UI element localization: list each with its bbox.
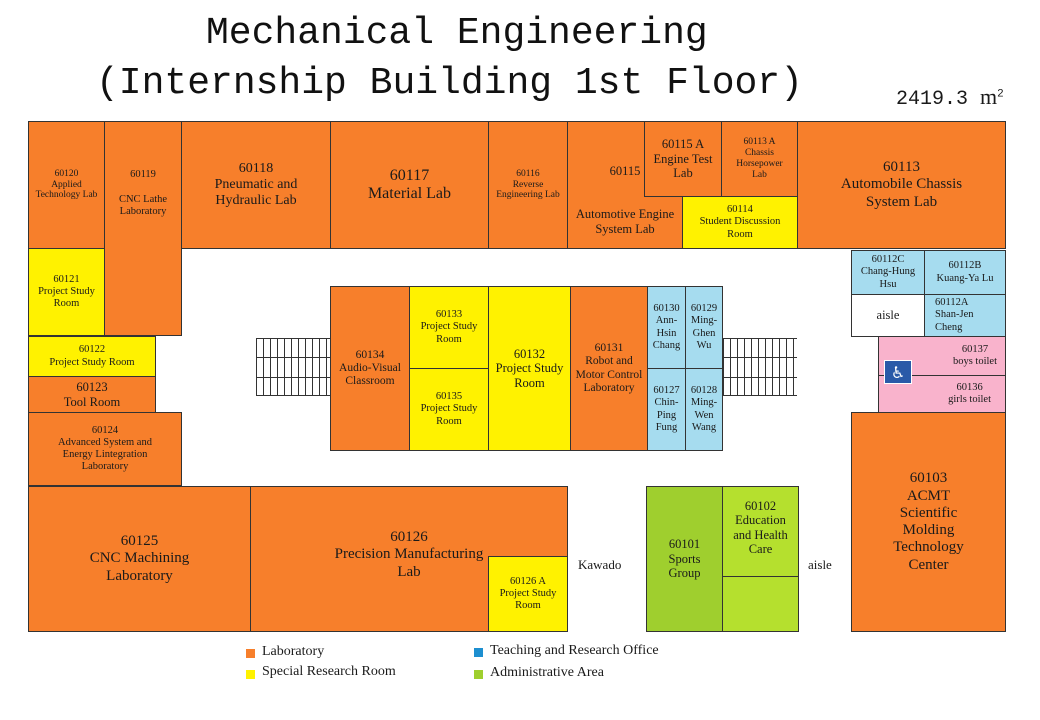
floor-area-unit-exponent: 2 [997,88,1004,101]
west-stairs [256,338,330,396]
room-label: 60129 Ming- Ghen Wu [690,303,718,351]
office-60129[interactable]: 60129 Ming- Ghen Wu [685,286,723,369]
room-label: 60118 Pneumatic and Hydraulic Lab [214,160,298,209]
room-label: 60136 girls toilet [948,381,991,405]
room-label: 60135 Project Study Room [420,391,478,427]
room-60114[interactable]: 60114 Student Discussion Room [682,196,798,249]
room-60103[interactable]: 60103 ACMT Scientific Molding Technology… [851,412,1006,632]
office-60130[interactable]: 60130 Ann- Hsin Chang [647,286,686,369]
room-label: 60132 Project Study Room [495,346,564,390]
room-label: 60123 Tool Room [63,380,121,409]
room-60125[interactable]: 60125 CNC Machining Laboratory [28,486,251,632]
aisle-bottom-label: aisle [808,557,832,572]
room-label: 60127 Chin- Ping Fung [653,385,680,433]
room-label: 60101 Sports Group [668,537,701,581]
legend-swatch-laboratory [246,649,255,658]
floor-area: 2419.3 m2 [896,84,1004,111]
legend-laboratory: Laboratory [262,644,325,659]
legend-swatch-special-research [246,670,255,679]
legend-special-research: Special Research Room [262,664,396,679]
room-label: 60117 Material Lab [367,166,452,202]
room-60126a[interactable]: 60126 A Project Study Room [488,556,568,632]
room-label: 60124 Advanced System and Energy Lintegr… [58,424,152,473]
room-60115a[interactable]: 60115 A Engine Test Lab [644,121,722,197]
room-60113[interactable]: 60113 Automobile Chassis System Lab [797,121,1006,249]
room-divider [722,576,799,577]
office-60112c[interactable]: 60112C Chang-Hung Hsu [851,250,925,295]
aisle-label: aisle [876,308,900,323]
room-60117[interactable]: 60117 Material Lab [330,121,489,249]
room-label: 60115 Automotive Engine System Lab [575,164,675,236]
aisle-right: aisle [851,294,925,337]
office-60112b[interactable]: 60112B Kuang-Ya Lu [924,250,1006,295]
room-60131[interactable]: 60131 Robot and Motor Control Laboratory [570,286,648,451]
kawado-label: Kawado [578,557,622,572]
room-label: 60131 Robot and Motor Control Laboratory [575,342,643,394]
room-60133[interactable]: 60133 Project Study Room [409,286,489,369]
room-60102[interactable]: 60102 Education and Health Care [722,486,799,632]
room-label: 60119 CNC Lathe Laboratory [118,169,168,217]
room-label: 60125 CNC Machining Laboratory [89,533,190,584]
room-label: 60122 Project Study Room [49,344,135,368]
room-60122[interactable]: 60122 Project Study Room [28,336,156,377]
legend-office: Teaching and Research Office [490,643,659,658]
room-label: 60103 ACMT Scientific Molding Technology… [893,470,964,573]
floor-area-value: 2419.3 [896,88,969,111]
east-stairs [723,338,797,396]
room-60119[interactable]: 60119 CNC Lathe Laboratory [104,121,182,336]
office-60112a[interactable]: 60112A Shan-Jen Cheng [924,294,1006,337]
room-label: 60120 Applied Technology Lab [35,168,98,201]
page-subtitle: (Internship Building 1st Floor) [96,62,803,105]
room-label: 60137 boys toilet [952,343,997,367]
wheelchair-icon: ♿ [884,360,912,384]
room-60113a[interactable]: 60113 A Chassis Horsepower Lab [721,121,798,197]
room-60123[interactable]: 60123 Tool Room [28,376,156,413]
room-60135[interactable]: 60135 Project Study Room [409,368,489,451]
room-60124[interactable]: 60124 Advanced System and Energy Lintegr… [28,412,182,486]
room-label: 60102 Education and Health Care [733,499,788,557]
room-label: 60133 Project Study Room [420,309,478,345]
legend-swatch-office [474,648,483,657]
room-label: 60113 Automobile Chassis System Lab [840,159,963,210]
page-title: Mechanical Engineering [206,12,708,55]
room-label: 60126 Precision Manufacturing Lab [334,529,484,580]
room-60118[interactable]: 60118 Pneumatic and Hydraulic Lab [181,121,331,249]
room-label: 60112B Kuang-Ya Lu [936,260,994,284]
room-60116[interactable]: 60116 Reverse Engineering Lab [488,121,568,249]
room-label: 60130 Ann- Hsin Chang [652,303,681,351]
room-label: 60112A Shan-Jen Cheng [935,297,974,333]
room-label: 60121 Project Study Room [38,273,95,310]
room-60121[interactable]: 60121 Project Study Room [28,248,105,336]
room-label: 60115 A Engine Test Lab [653,137,713,181]
room-label: 60126 A Project Study Room [499,575,557,612]
room-60134[interactable]: 60134 Audio-Visual Classroom [330,286,410,451]
room-label: 60116 Reverse Engineering Lab [496,168,560,201]
room-label: 60128 Ming- Wen Wang [690,385,718,433]
room-60120[interactable]: 60120 Applied Technology Lab [28,121,105,249]
floor-area-unit: m [980,84,998,109]
room-label: 60114 Student Discussion Room [699,204,781,240]
legend-swatch-administrative [474,670,483,679]
room-label: 60113 A Chassis Horsepower Lab [736,137,783,180]
legend-administrative: Administrative Area [490,665,604,680]
office-60127[interactable]: 60127 Chin- Ping Fung [647,368,686,451]
room-label: 60134 Audio-Visual Classroom [339,348,401,388]
room-60132[interactable]: 60132 Project Study Room [488,286,571,451]
office-60128[interactable]: 60128 Ming- Wen Wang [685,368,723,451]
room-60101[interactable]: 60101 Sports Group [646,486,723,632]
room-label: 60112C Chang-Hung Hsu [860,254,916,290]
